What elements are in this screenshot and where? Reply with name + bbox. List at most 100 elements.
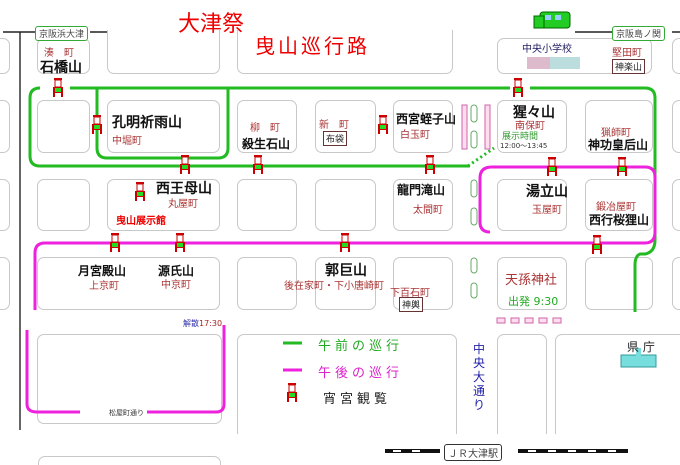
exhibit-label: 展示時間 [502,132,539,142]
float-marker-icon [252,154,264,174]
city-block [107,179,220,231]
prefecture-building-icon [620,348,657,368]
float-marker-icon [179,154,191,174]
museum-label: 曳山展示館 [116,216,166,227]
dispersal-time: 17:30 [199,319,223,328]
yama-name: 西宮蛭子山 [396,112,457,126]
town-label: 後在家町・下小唐崎町 [284,281,384,292]
city-block [497,257,567,310]
train-icon [533,11,571,29]
float-marker-icon [286,382,298,402]
station-keihan-hamaotsu[interactable]: 京阪浜大津 [35,26,89,41]
city-block [37,257,220,310]
town-label: 白玉町 [400,130,430,141]
city-block [107,100,220,153]
city-block [0,100,10,153]
departure-label: 出発 9:30 [508,295,559,308]
city-block [237,257,297,310]
town-label: 猟師町 [601,128,631,139]
city-block [497,179,567,231]
city-block [672,38,680,74]
city-block [315,257,376,310]
city-block [0,38,10,74]
float-marker-icon [339,232,351,252]
shrine-label: 天孫神社 [505,273,558,288]
float-marker-icon [546,156,558,176]
float-marker-icon [174,232,186,252]
yama-name: 湯立山 [526,184,568,200]
city-block [672,257,680,310]
yama-name: 西王母山 [156,181,212,197]
yama-name: 西行桜狸山 [589,213,650,227]
avenue-label: 中央大通り [473,342,486,412]
yama-name: 源氏山 [158,264,195,278]
float-marker-icon [591,234,603,254]
city-block [38,456,221,465]
dispersal-text: 解散 [183,319,199,328]
town-label: 湊 町 [44,48,74,59]
city-block [393,179,453,231]
town-label: 上京町 [89,281,119,292]
exhibit-time: 12:00〜13:45 [500,142,548,150]
legend-morning-label: 午前の巡行 [318,339,404,354]
city-block [237,179,297,231]
city-block [497,334,547,434]
town-label: 下百石町 [390,288,430,299]
yama-name: 孔明祈雨山 [112,115,182,131]
float-marker-icon [134,181,146,201]
afternoon-route [25,165,657,414]
town-label: 中堀町 [112,136,142,147]
town-label: 太間町 [413,205,443,216]
jr-railway [385,449,628,453]
school-label: 中央小学校 [522,44,572,55]
town-label: 丸屋町 [168,199,198,210]
city-block [37,179,90,231]
town-label: 南保町 [515,121,545,132]
float-marker-icon [377,114,389,134]
float-marker-icon [424,154,436,174]
station-keihan-shimanoseki[interactable]: 京阪島ノ関 [612,26,666,41]
yama-name: 月宮殿山 [78,264,127,278]
city-block [37,100,90,153]
float-marker-icon [512,77,524,97]
city-block [0,257,10,310]
city-block [237,100,297,153]
town-label: 鍛冶屋町 [596,202,636,213]
dispersal-label: 解散17:30 [183,318,222,329]
legend-yoimiya-label: 宵宮観覧 [323,392,392,407]
yama-name: 神功皇后山 [588,138,649,152]
city-block [555,334,680,434]
town-label: 中京町 [161,280,191,291]
street-label: 松屋町通り [106,408,147,418]
city-block [0,179,10,231]
city-block [497,100,567,153]
town-box-label: 布袋 [323,131,348,146]
city-block [672,100,680,153]
title-line2: 曳山巡行路 [255,34,370,58]
yama-name: 龍門滝山 [397,183,446,197]
city-block [107,30,220,74]
town-box-label: 神輿 [399,297,424,312]
yama-name: 猩々山 [513,105,555,121]
city-block [237,334,457,434]
yama-name: 石橋山 [40,60,82,76]
school-building-icon [527,57,580,69]
town-label: 玉屋町 [532,205,562,216]
town-label: 新 町 [319,120,349,131]
city-block [585,179,653,231]
float-marker-icon [616,156,628,176]
float-marker-icon [52,77,64,97]
float-marker-icon [109,232,121,252]
legend-afternoon-label: 午後の巡行 [318,366,404,381]
city-block [585,257,653,310]
city-block [393,100,453,153]
town-box-label: 神楽山 [612,59,646,74]
town-label: 柳 町 [250,123,280,134]
yama-name: 殺生石山 [242,137,291,151]
prefecture-label: 県 庁 [627,340,655,354]
station-jr-otsu[interactable]: ＪＲ大津駅 [444,444,502,461]
morning-route [28,86,657,312]
avenue-median [461,104,562,324]
